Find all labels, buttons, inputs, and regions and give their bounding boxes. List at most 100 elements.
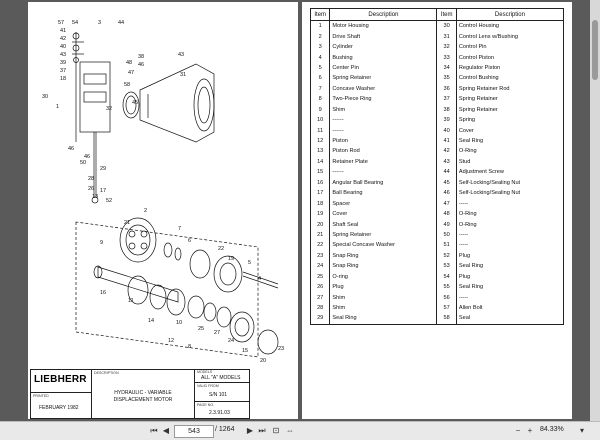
title-block: LIEBHERR PRINTED FEBRUARY 1982 DESCRIPTI…: [30, 369, 250, 419]
item-description: -----: [455, 229, 565, 241]
item-description: Spring Retainer: [455, 94, 565, 105]
callout-number: 30: [42, 94, 48, 100]
item-number: 37: [436, 94, 457, 105]
item-description: ------: [329, 167, 438, 178]
callout-number: 10: [176, 320, 182, 326]
prev-page-icon[interactable]: ◀: [162, 426, 170, 435]
page-number-input[interactable]: 543: [174, 425, 214, 438]
item-description: Plug: [329, 281, 438, 293]
item-description: -----: [455, 292, 565, 303]
logo-cell: LIEBHERR: [31, 370, 92, 393]
fit-page-icon[interactable]: ⊡: [272, 426, 280, 435]
callout-number: 46: [68, 146, 74, 152]
callout-number: 43: [60, 52, 66, 58]
model-label: MODELS: [197, 370, 213, 374]
item-number: 44: [436, 167, 457, 178]
callout-number: 5: [248, 260, 251, 266]
item-number: 50: [436, 229, 457, 241]
item-description: Seal Ring: [455, 261, 565, 272]
item-number: 34: [436, 62, 457, 74]
callout-number: 14: [148, 318, 154, 324]
item-description: Stud: [455, 156, 565, 168]
item-number: 47: [436, 198, 457, 209]
item-description: Bushing: [329, 52, 438, 63]
callout-number: 18: [60, 76, 66, 82]
description-line2: DISPLACEMENT MOTOR: [113, 397, 173, 403]
valid-from-label: VALID FROM: [197, 384, 219, 388]
item-description: Piston Rod: [329, 146, 438, 157]
item-number: 41: [436, 135, 457, 147]
zoom-out-icon[interactable]: −: [515, 426, 521, 435]
item-number: 33: [436, 52, 457, 63]
item-description: Cylinder: [329, 41, 438, 53]
callout-number: 6: [188, 238, 191, 244]
motor-housing-shape: [139, 63, 215, 143]
item-number: 25: [309, 271, 331, 282]
callout-number: 38: [138, 54, 144, 60]
item-number: 1: [309, 20, 331, 32]
next-page-icon[interactable]: ▶: [246, 426, 254, 435]
item-description: Spacer: [329, 198, 438, 209]
liebherr-logo: LIEBHERR: [34, 374, 87, 385]
item-number: 19: [309, 208, 331, 220]
item-number: 32: [436, 41, 457, 53]
item-number: 31: [436, 31, 457, 42]
item-description: Shim: [329, 292, 438, 303]
item-description: Snap Ring: [329, 250, 438, 262]
item-number: 2: [309, 31, 331, 42]
item-description: Motor Housing: [329, 20, 438, 32]
callout-number: 24: [228, 338, 234, 344]
item-description: Adjustment Screw: [455, 167, 565, 178]
first-page-icon[interactable]: ⏮: [150, 426, 158, 435]
item-number: 24: [309, 261, 331, 272]
scrollbar-thumb[interactable]: [592, 20, 598, 80]
item-description: Shaft Seal: [329, 219, 438, 230]
last-page-icon[interactable]: ⏭: [258, 426, 266, 435]
item-description: O-Ring: [455, 208, 565, 220]
item-number: 13: [309, 146, 331, 157]
item-number: 26: [309, 281, 331, 293]
item-description: -----: [455, 240, 565, 251]
vertical-scrollbar[interactable]: [590, 0, 600, 421]
item-number: 15: [309, 167, 331, 178]
item-number: 51: [436, 240, 457, 251]
item-description: Cover: [329, 208, 438, 220]
item-description: Spring Retainer: [329, 229, 438, 241]
current-page: 543: [188, 428, 200, 435]
item-number: 4: [309, 52, 331, 63]
callout-number: 40: [60, 44, 66, 50]
callout-number: 28: [88, 176, 94, 182]
valid-from-cell: VALID FROM S/N 101: [195, 383, 249, 402]
zoom-in-icon[interactable]: +: [527, 426, 533, 435]
fit-width-icon[interactable]: ⇔: [286, 426, 294, 435]
callout-number: 7: [178, 226, 181, 232]
zoom-level[interactable]: 84.33%: [540, 426, 564, 433]
printed-value: FEBRUARY 1982: [39, 405, 79, 411]
zoom-dropdown-icon[interactable]: ▾: [579, 426, 584, 435]
printed-cell: PRINTED FEBRUARY 1982: [31, 393, 92, 418]
item-number: 27: [309, 292, 331, 303]
item-description: Plug: [455, 250, 565, 262]
callout-number: 31: [180, 72, 186, 78]
callout-number: 58: [124, 82, 130, 88]
header-description-1: Description: [329, 8, 438, 21]
item-description: Angular Ball Bearing: [329, 177, 438, 188]
callout-number: 12: [168, 338, 174, 344]
item-number: 8: [309, 94, 331, 105]
